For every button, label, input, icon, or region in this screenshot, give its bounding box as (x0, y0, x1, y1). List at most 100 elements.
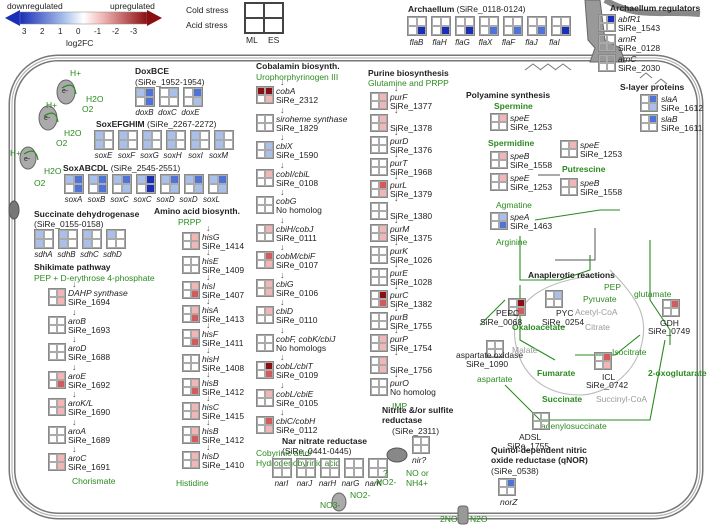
legend-tick: 3 (22, 27, 27, 36)
flow-arrow: ↓ (394, 215, 399, 225)
tca-cycle (514, 269, 645, 396)
heatmap-tile (182, 280, 200, 299)
gene-label: soxL (203, 195, 220, 204)
flow-arrow: ↓ (394, 105, 399, 115)
step-id: SiRe_1688 (68, 352, 111, 362)
heatmap-tile (182, 450, 200, 469)
flow-arrow: ↓ (72, 416, 77, 427)
gene-label: soxM (208, 151, 229, 160)
doxbce-heatmaps (133, 87, 205, 107)
heatmap-tile (256, 278, 274, 297)
legend-left-arrow (5, 10, 20, 26)
step-gene: purO (390, 378, 409, 388)
sdh-ids: (SiRe_0155-0158) (34, 219, 104, 229)
flow-arrow: ↓ (206, 320, 211, 331)
slaa-id: SiRe_1612 (661, 103, 704, 113)
step-id: No homologs (276, 342, 327, 353)
flow-arrow: ↓ (394, 193, 399, 203)
arnc-gene: arnC (618, 54, 637, 64)
flow-arrow: ↓ (280, 297, 285, 307)
nar-genes: narI narJ narH narG narK (270, 479, 385, 488)
pep-label: PEP (604, 282, 622, 292)
step-id: SiRe_0106 (276, 287, 319, 298)
step-id: SiRe_1755 (390, 321, 433, 331)
abfr1-id: SiRe_1543 (618, 23, 661, 33)
step-id: SiRe_1026 (390, 255, 433, 265)
heatmap-tile (48, 370, 66, 389)
flow-arrow: ↓ (394, 347, 399, 357)
step-gene: hisI (202, 280, 216, 291)
legend-tick: -1 (94, 27, 102, 36)
isocitrate-label: Isocitrate (612, 347, 647, 357)
step-id: SiRe_1411 (202, 338, 244, 349)
step-id: SiRe_1590 (276, 150, 319, 160)
slayer-shapes (524, 63, 572, 71)
step-id: SiRe_1028 (390, 277, 433, 287)
flow-arrow: ↓ (394, 127, 399, 137)
aminoacid-start: PRPP (178, 217, 202, 227)
aminoacid-title: Amino acid biosynth. (154, 206, 240, 216)
legend-downregulated: downregulated (7, 1, 63, 11)
shikimate-start: PEP + D-erythrose 4-phosphate (34, 273, 155, 283)
heatmap-tile (370, 180, 388, 198)
step-id: SiRe_1382 (390, 299, 433, 309)
step-id: SiRe_0109 (276, 370, 319, 380)
gene-label: soxB (87, 195, 106, 204)
archaellum-filament (603, 0, 701, 17)
heatmap-tile (370, 378, 388, 396)
step-gene: hisH (202, 353, 220, 364)
pepc-id: SiRe_0068 (480, 317, 523, 327)
malate-label: Malate (512, 345, 538, 355)
hplus-label-3: H+ (10, 148, 22, 158)
nar-protein (331, 492, 347, 512)
heatmap-tile (370, 92, 388, 110)
speb2-id: SiRe_1558 (580, 187, 623, 197)
archaellum-ids: (SiRe_0118-0124) (456, 4, 526, 14)
flow-arrow: ↓ (394, 369, 399, 379)
heatmap-tile (182, 402, 200, 421)
spee3-gene: speE (580, 140, 600, 150)
adenylosuccinate-line (504, 339, 666, 421)
gene-label: soxG (140, 151, 159, 160)
slayer-title: S-layer proteins (620, 82, 685, 92)
step-id: SiRe_1694 (68, 297, 111, 307)
step-id: SiRe_1379 (390, 189, 433, 199)
gene-label: soxA (64, 195, 83, 204)
o2-label-2: O2 (56, 138, 68, 148)
legend-gradient-bar (19, 11, 148, 25)
step-gene: aroE (68, 370, 86, 381)
membrane-protein-1 (56, 79, 76, 105)
step-id: SiRe_1754 (390, 343, 433, 353)
step-gene: aroC (68, 453, 87, 463)
electron-arrow-1 (61, 84, 77, 95)
heatmap-tile (370, 246, 388, 264)
h2o-label-1: H2O (86, 94, 104, 104)
step-id: SiRe_1380 (390, 211, 433, 221)
soxefghim-heatmaps (92, 130, 236, 150)
legend-ticks: 3 2 1 0 -1 -2 -3 (22, 27, 148, 36)
step-id: SiRe_1412 (202, 435, 245, 446)
doxbce-ids: (SiRe_1952-1954) (135, 77, 205, 87)
nar-ids: (SiRe_0441-0445) (282, 446, 352, 456)
gene-label: soxF (117, 151, 136, 160)
step-id: SiRe_1691 (68, 462, 111, 472)
step-id: SiRe_0110 (276, 315, 318, 325)
pyc-id: SiRe_0254 (542, 317, 585, 327)
flow-arrow: ↓ (280, 352, 285, 362)
flow-arrow: ↓ (280, 77, 285, 87)
heatmap-tile (182, 329, 200, 348)
heatmap-tile (256, 223, 274, 242)
legend-es: ES (268, 35, 280, 45)
heatmap-tile (182, 377, 200, 396)
slaa-gene: slaA (661, 94, 678, 104)
heatmap-tile (370, 290, 388, 308)
gene-label: doxE (181, 108, 200, 117)
step-gene: cbiC/cobH (276, 416, 316, 426)
step-gene: cobM/cbiF (276, 251, 316, 261)
speb1-id: SiRe_1558 (510, 160, 553, 170)
step-id: No homolog (276, 205, 322, 215)
heatmap-tile (256, 306, 274, 324)
heatmap-tile (370, 312, 388, 330)
step-id: SiRe_1378 (390, 123, 433, 133)
